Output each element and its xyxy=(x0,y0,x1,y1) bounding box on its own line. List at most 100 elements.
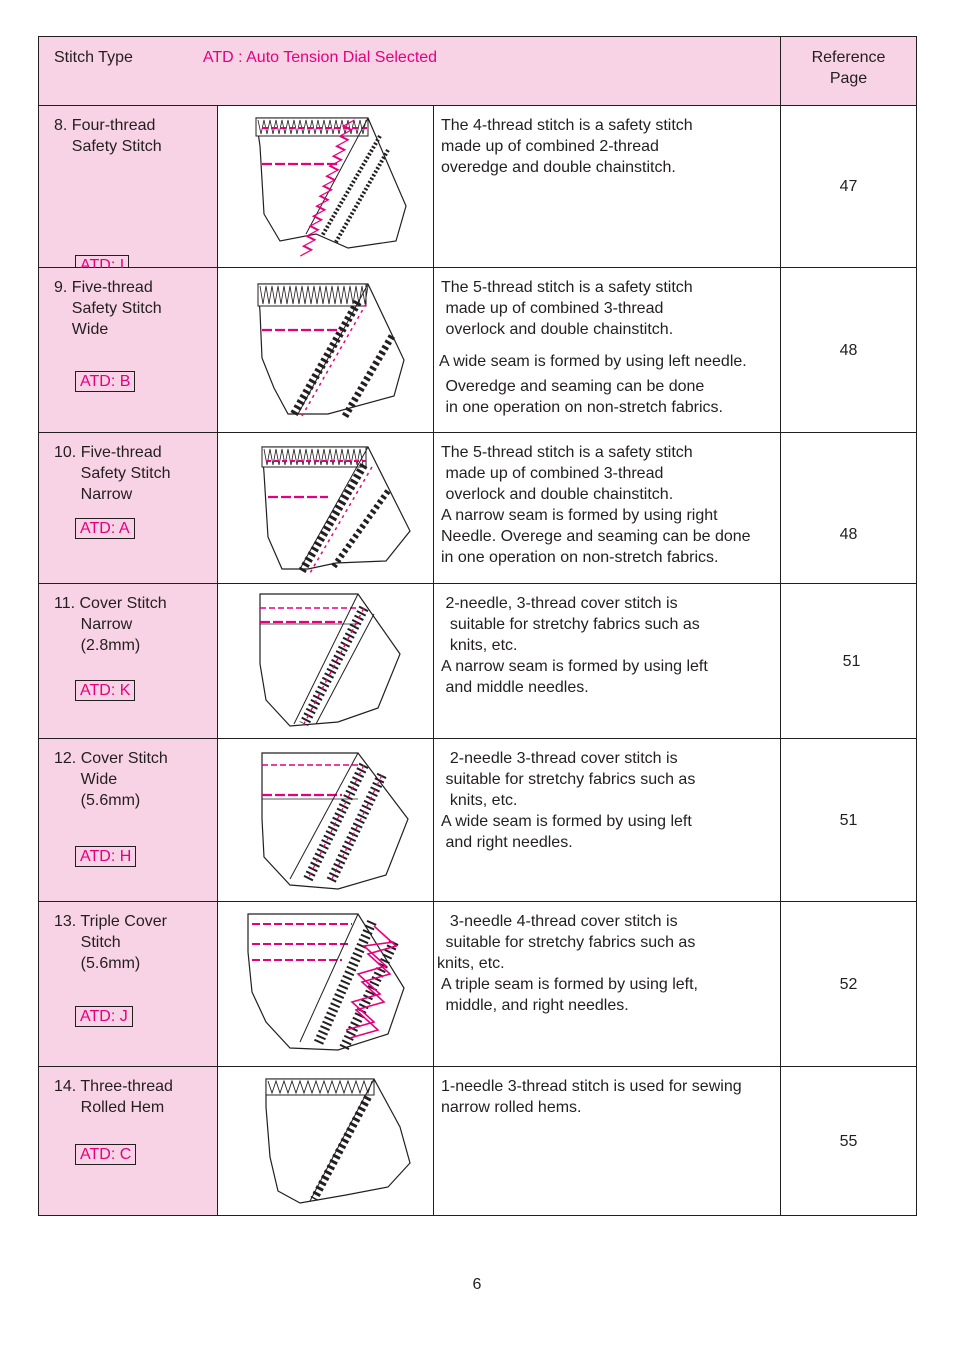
stitch-illustration-cell xyxy=(217,432,434,584)
description-line: A narrow seam is formed by using left xyxy=(441,658,708,675)
triple-cover-stitch-illustration xyxy=(247,913,405,1051)
description-line: in one operation on non-stretch fabrics. xyxy=(441,399,723,416)
reference-page: 51 xyxy=(780,738,918,902)
five-thread-narrow-stitch-illustration xyxy=(261,446,411,574)
stitch-row-10: 10. Five-thread Safety Stitch Narrow ATD… xyxy=(38,432,918,584)
page-number: 6 xyxy=(472,1276,482,1293)
description-line: suitable for stretchy fabrics such as xyxy=(441,771,696,788)
stitch-name-line: (5.6mm) xyxy=(54,792,141,809)
description-line: A triple seam is formed by using left, xyxy=(441,976,698,993)
header-row: Stitch Type ATD : Auto Tension Dial Selec… xyxy=(37,36,918,106)
header-page: Page xyxy=(829,70,868,87)
stitch-illustration-cell xyxy=(217,105,434,268)
stitch-illustration-cell xyxy=(217,738,434,902)
stitch-name-cell: 14. Three-thread Rolled Hem ATD: C xyxy=(38,1066,218,1216)
description-line: 1-needle 3-thread stitch is used for sew… xyxy=(441,1078,742,1095)
cover-stitch-wide-illustration xyxy=(261,752,409,890)
stitch-name-line: Wide xyxy=(54,771,118,788)
description-line: made up of combined 2-thread xyxy=(441,138,659,155)
reference-page: 48 xyxy=(780,267,918,433)
rolled-hem-stitch-illustration xyxy=(265,1078,411,1204)
stitch-row-9: 9. Five-thread Safety Stitch Wide ATD: B… xyxy=(38,267,918,433)
cover-stitch-narrow-illustration xyxy=(259,593,401,727)
stitch-illustration-cell xyxy=(217,1066,434,1216)
atd-badge: ATD: C xyxy=(75,1144,137,1165)
description-line: made up of combined 3-thread xyxy=(441,300,664,317)
description-line: suitable for stretchy fabrics such as xyxy=(441,934,696,951)
reference-page: 48 xyxy=(780,432,918,584)
stitch-description-cell: 2-needle, 3-thread cover stitch is suita… xyxy=(432,583,782,739)
description-line: knits, etc. xyxy=(437,955,505,972)
atd-badge: ATD: B xyxy=(75,371,136,392)
description-line: Overedge and seaming can be done xyxy=(441,378,705,395)
stitch-name-line: Stitch xyxy=(54,934,121,951)
reference-page: 47 xyxy=(780,105,918,268)
stitch-description-cell: The 5-thread stitch is a safety stitch m… xyxy=(432,267,782,433)
stitch-name-line: 11. Cover Stitch xyxy=(54,595,167,612)
atd-badge: ATD: H xyxy=(75,846,137,867)
description-line: knits, etc. xyxy=(441,637,518,654)
description-line: 2-needle 3-thread cover stitch is xyxy=(441,750,678,767)
description-line: knits, etc. xyxy=(441,792,518,809)
header-atd-note: ATD : Auto Tension Dial Selected xyxy=(202,49,438,66)
description-line: 3-needle 4-thread cover stitch is xyxy=(441,913,678,930)
stitch-name-line: Narrow xyxy=(54,616,133,633)
description-line: A narrow seam is formed by using right xyxy=(441,507,718,524)
header-reference: Reference xyxy=(811,49,886,66)
atd-badge: ATD: A xyxy=(75,518,135,539)
description-line: 2-needle, 3-thread cover stitch is xyxy=(441,595,678,612)
five-thread-wide-stitch-illustration xyxy=(257,283,405,420)
stitch-name-line: 9. Five-thread xyxy=(54,279,153,296)
stitch-name-line: Wide xyxy=(54,321,109,338)
atd-badge: ATD: K xyxy=(75,680,136,701)
stitch-name-line: Safety Stitch xyxy=(54,138,162,155)
stitch-name-cell: 8. Four-thread Safety Stitch ATD: I xyxy=(38,105,218,276)
description-line: The 4-thread stitch is a safety stitch xyxy=(441,117,693,134)
header-reference-cell: Reference Page xyxy=(780,36,918,106)
header-stitch-type: Stitch Type xyxy=(54,49,133,66)
stitch-name-line: 14. Three-thread xyxy=(54,1078,173,1095)
reference-page: 51 xyxy=(780,583,918,739)
stitch-name-line: 13. Triple Cover xyxy=(54,913,167,930)
stitch-row-13: 13. Triple Cover Stitch (5.6mm) ATD: J 3… xyxy=(38,901,918,1067)
stitch-name-line: Rolled Hem xyxy=(54,1099,165,1116)
stitch-name-line: Narrow xyxy=(54,486,133,503)
stitch-description-cell: The 5-thread stitch is a safety stitch m… xyxy=(432,432,782,584)
stitch-name-line: (2.8mm) xyxy=(54,637,141,654)
atd-badge: ATD: J xyxy=(75,1006,133,1027)
stitch-name-line: 8. Four-thread xyxy=(54,117,156,134)
stitch-name-cell: 10. Five-thread Safety Stitch Narrow ATD… xyxy=(38,432,218,584)
description-line: overlock and double chainstitch. xyxy=(441,486,674,503)
description-line: overlock and double chainstitch. xyxy=(441,321,674,338)
stitch-table: Stitch Type ATD : Auto Tension Dial Selec… xyxy=(37,36,918,1216)
description-line: and right needles. xyxy=(441,834,573,851)
stitch-name-line: (5.6mm) xyxy=(54,955,141,972)
stitch-illustration-cell xyxy=(217,267,434,433)
stitch-name-cell: 9. Five-thread Safety Stitch Wide ATD: B xyxy=(38,267,218,433)
stitch-illustration-cell xyxy=(217,583,434,739)
description-line: made up of combined 3-thread xyxy=(441,465,664,482)
stitch-illustration-cell xyxy=(217,901,434,1067)
stitch-name-cell: 13. Triple Cover Stitch (5.6mm) ATD: J xyxy=(38,901,218,1067)
stitch-description-cell: 2-needle 3-thread cover stitch is suitab… xyxy=(432,738,782,902)
header-stitch-type-cell: Stitch Type ATD : Auto Tension Dial Selec… xyxy=(37,36,782,106)
description-line: The 5-thread stitch is a safety stitch xyxy=(441,444,693,461)
stitch-name-line: 10. Five-thread xyxy=(54,444,162,461)
description-line: A wide seam is formed by using left need… xyxy=(439,353,747,370)
description-line: Needle. Overege and seaming can be done xyxy=(441,528,751,545)
reference-page: 55 xyxy=(780,1066,918,1216)
four-thread-stitch-illustration xyxy=(255,117,407,257)
stitch-name-cell: 12. Cover Stitch Wide (5.6mm) ATD: H xyxy=(38,738,218,902)
stitch-row-14: 14. Three-thread Rolled Hem ATD: C 1-nee… xyxy=(38,1066,918,1216)
stitch-description-cell: The 4-thread stitch is a safety stitch m… xyxy=(432,105,782,268)
description-line xyxy=(441,340,780,351)
reference-page: 52 xyxy=(780,901,918,1067)
stitch-name-line: Safety Stitch xyxy=(54,465,171,482)
stitch-name-cell: 11. Cover Stitch Narrow (2.8mm) ATD: K xyxy=(38,583,218,739)
description-line: The 5-thread stitch is a safety stitch xyxy=(441,279,693,296)
description-line: in one operation on non-stretch fabrics. xyxy=(441,549,719,566)
description-line: suitable for stretchy fabrics such as xyxy=(441,616,700,633)
stitch-row-12: 12. Cover Stitch Wide (5.6mm) ATD: H 2-n… xyxy=(38,738,918,902)
stitch-row-11: 11. Cover Stitch Narrow (2.8mm) ATD: K 2… xyxy=(38,583,918,739)
stitch-description-cell: 1-needle 3-thread stitch is used for sew… xyxy=(432,1066,782,1216)
